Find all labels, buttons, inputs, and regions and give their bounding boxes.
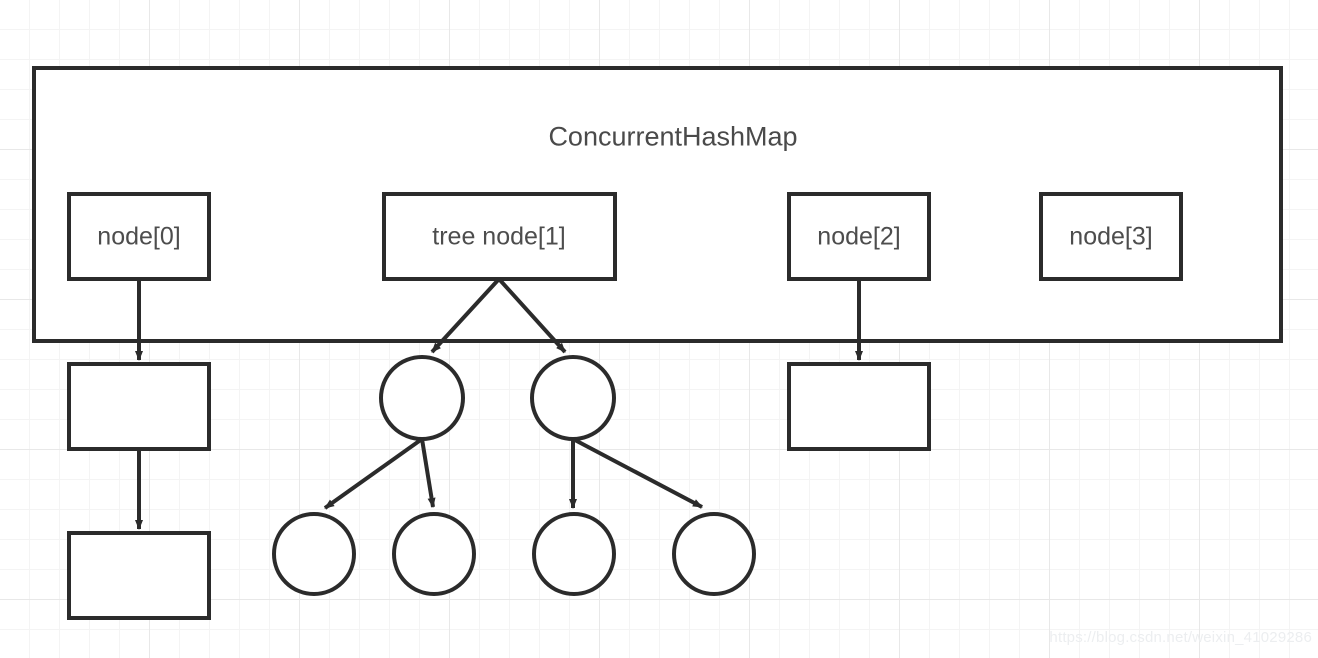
bucket-box-node0 [67,192,211,281]
arrow-treenode1-to-mid-right [497,277,567,354]
list-box-node0-next-2 [67,531,211,620]
bucket-box-node2 [787,192,931,281]
tree-node-leaf-4 [672,512,756,596]
bucket-box-node3 [1039,192,1183,281]
arrow-mid-left-to-leaf1 [323,437,424,510]
watermark-text: https://blog.csdn.net/weixin_41029286 [1049,629,1312,646]
list-box-node2-next-1 [787,362,931,451]
tree-node-mid-right [530,355,616,441]
tree-node-mid-left [379,355,465,441]
tree-node-leaf-3 [532,512,616,596]
tree-node-leaf-2 [392,512,476,596]
arrow-mid-left-to-leaf2 [420,438,436,508]
arrow-treenode1-to-mid-left [430,277,501,354]
bucket-box-node1 [382,192,617,281]
list-box-node0-next-1 [67,362,211,451]
arrow-mid-right-to-leaf4 [572,437,703,509]
tree-node-leaf-1 [272,512,356,596]
